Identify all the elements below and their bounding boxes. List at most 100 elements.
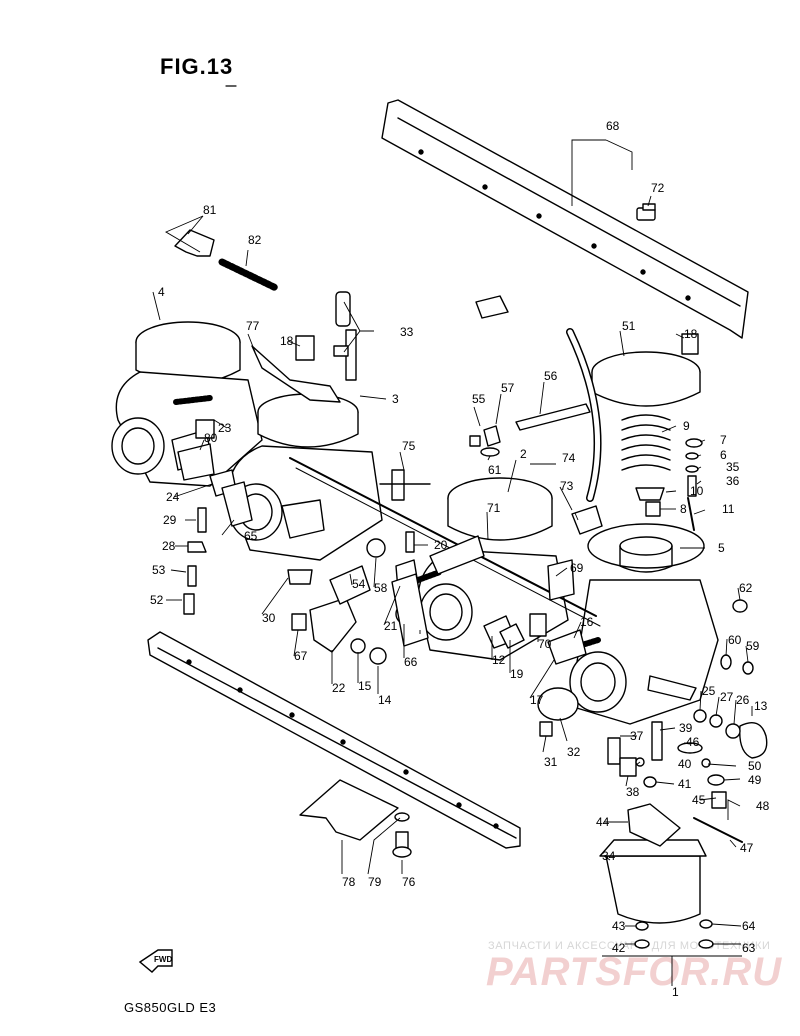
holder-39 (619, 757, 637, 777)
nut-29 (187, 541, 207, 553)
callout-43: 43 (612, 919, 626, 933)
piston-24 (195, 419, 215, 439)
callout-28: 28 (162, 539, 176, 553)
washer-36 (685, 465, 699, 473)
callout-63: 63 (742, 941, 756, 955)
link-70 (547, 559, 575, 601)
washer-15 (350, 638, 366, 654)
t-fitting-76 (379, 469, 431, 501)
callout-34: 34 (602, 849, 616, 863)
callout-57: 57 (501, 381, 515, 395)
screw-18 (295, 335, 315, 361)
callout-36: 36 (726, 474, 740, 488)
piston-81 (177, 443, 215, 481)
callout-45: 45 (692, 793, 706, 807)
callout-25: 25 (702, 684, 716, 698)
callout-13: 13 (754, 699, 768, 713)
clip-47 (677, 742, 703, 754)
o-ring-62 (480, 447, 500, 457)
pin-20 (405, 531, 415, 553)
callout-41: 41 (678, 777, 692, 791)
fitting-74 (571, 505, 603, 535)
callout-75: 75 (402, 439, 416, 453)
diaphragm-5 (587, 523, 705, 573)
screw-77 (392, 831, 412, 858)
spring-9 (621, 414, 671, 471)
callout-73: 73 (560, 479, 574, 493)
spring-83 (218, 258, 280, 292)
callout-52: 52 (150, 593, 164, 607)
callout-71: 71 (487, 501, 501, 515)
o-ring-50 (707, 774, 725, 786)
nut-42 (643, 776, 657, 788)
float-bowl-35 (599, 839, 707, 924)
callout-29: 29 (163, 513, 177, 527)
washer-44 (635, 921, 649, 931)
callout-1: 1 (672, 985, 679, 999)
stop-21 (391, 573, 429, 647)
carburetor-16 (563, 579, 719, 725)
screw-31 (287, 569, 313, 585)
callout-37: 37 (630, 729, 644, 743)
callout-48: 48 (756, 799, 770, 813)
needle-11 (687, 497, 695, 531)
callout-23: 23 (218, 421, 232, 435)
washer-26 (693, 709, 707, 723)
screw-32 (539, 721, 553, 737)
callout-82: 82 (248, 233, 262, 247)
callout-11: 11 (722, 502, 735, 516)
callout-65: 65 (244, 529, 258, 543)
callout-39: 39 (679, 721, 693, 735)
housing-17 (547, 629, 587, 665)
pin-54 (187, 565, 197, 587)
callout-81: 81 (203, 203, 217, 217)
callout-72: 72 (651, 181, 665, 195)
throttle-shaft (289, 457, 597, 617)
figure-title: FIG.13 (160, 54, 234, 79)
callout-14: 14 (378, 693, 392, 707)
callout-26: 26 (736, 693, 750, 707)
callout-21: 21 (384, 619, 398, 633)
top-cap-52 (591, 351, 701, 407)
linkage-23 (309, 597, 357, 653)
callout-32: 32 (567, 745, 581, 759)
lever-78 (251, 345, 341, 403)
callout-7: 7 (720, 433, 727, 447)
screw-71 (529, 613, 547, 637)
callout-76: 76 (402, 875, 416, 889)
callout-4: 4 (158, 285, 165, 299)
washer-64 (698, 939, 714, 949)
callout-38: 38 (626, 785, 640, 799)
washer-80 (394, 812, 410, 822)
carburetor-4 (111, 321, 263, 487)
callout-46: 46 (686, 735, 700, 749)
jet-40 (651, 721, 663, 761)
callout-6: 6 (720, 448, 727, 462)
callout-67: 67 (294, 649, 308, 663)
jet-38 (607, 737, 621, 765)
washer-68 (291, 613, 307, 631)
tube-72 (429, 535, 485, 575)
callout-58: 58 (374, 581, 388, 595)
upper-bracket-rail (381, 99, 749, 339)
callout-53: 53 (152, 563, 166, 577)
callout-64: 64 (742, 919, 756, 933)
callout-79: 79 (368, 875, 382, 889)
fitting-58 (483, 425, 501, 447)
callout-27: 27 (720, 690, 734, 704)
callout-62: 62 (739, 581, 753, 595)
callout-20: 20 (434, 538, 448, 552)
watermark-logo: PARTSFOR.RU (486, 950, 783, 994)
callout-12: 12 (492, 653, 506, 667)
plug-13 (739, 722, 768, 759)
washer-6 (685, 452, 699, 460)
washer-65 (699, 919, 713, 929)
callout-18: 18 (684, 327, 698, 341)
callout-61: 61 (488, 463, 502, 477)
callout-56: 56 (544, 369, 558, 383)
svg-text:FWD: FWD (154, 955, 172, 964)
callout-51: 51 (622, 319, 636, 333)
callout-49: 49 (748, 773, 762, 787)
